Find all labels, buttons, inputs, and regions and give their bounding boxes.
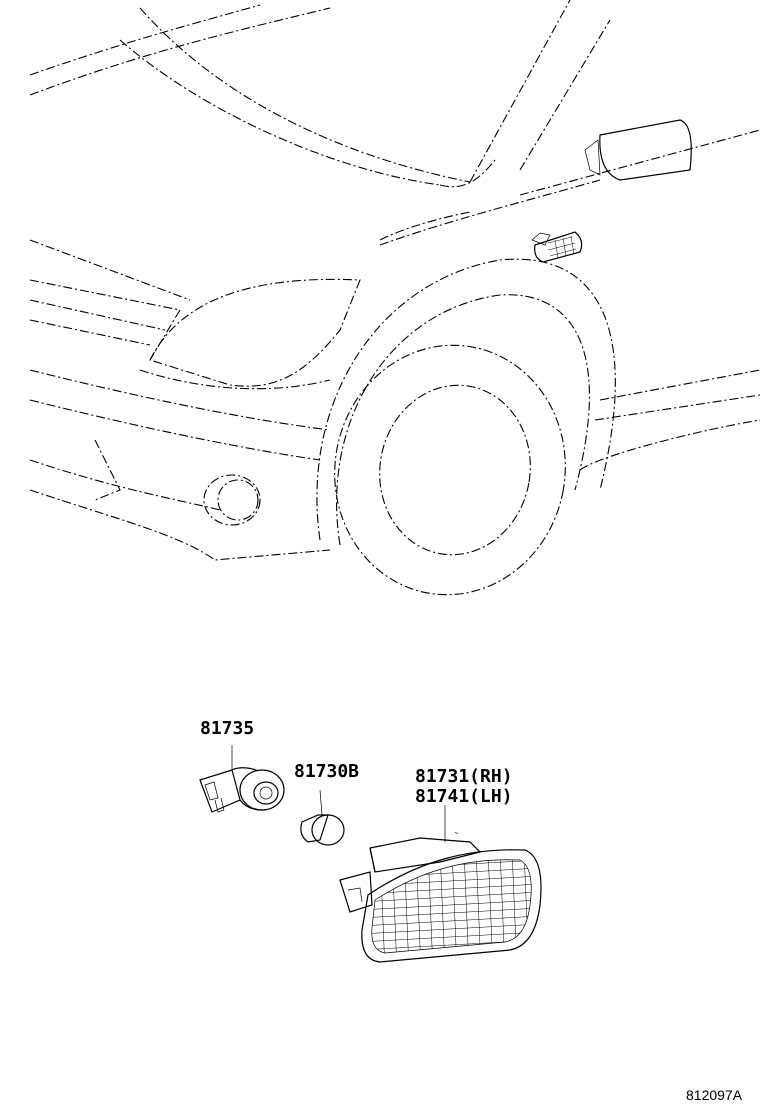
part-label-81730b: 81730B xyxy=(294,761,359,782)
bulb-part xyxy=(300,789,345,846)
part-label-81741-lh: 81741(LH) xyxy=(415,786,513,807)
car-front-illustration xyxy=(29,0,760,596)
part-label-81735: 81735 xyxy=(200,718,254,739)
side-marker-on-car xyxy=(531,231,583,263)
side-marker-lamp-part xyxy=(339,805,542,963)
diagram-reference-code: 812097A xyxy=(686,1087,743,1103)
part-label-81731-rh: 81731(RH) xyxy=(415,766,513,787)
socket-part xyxy=(199,745,285,813)
